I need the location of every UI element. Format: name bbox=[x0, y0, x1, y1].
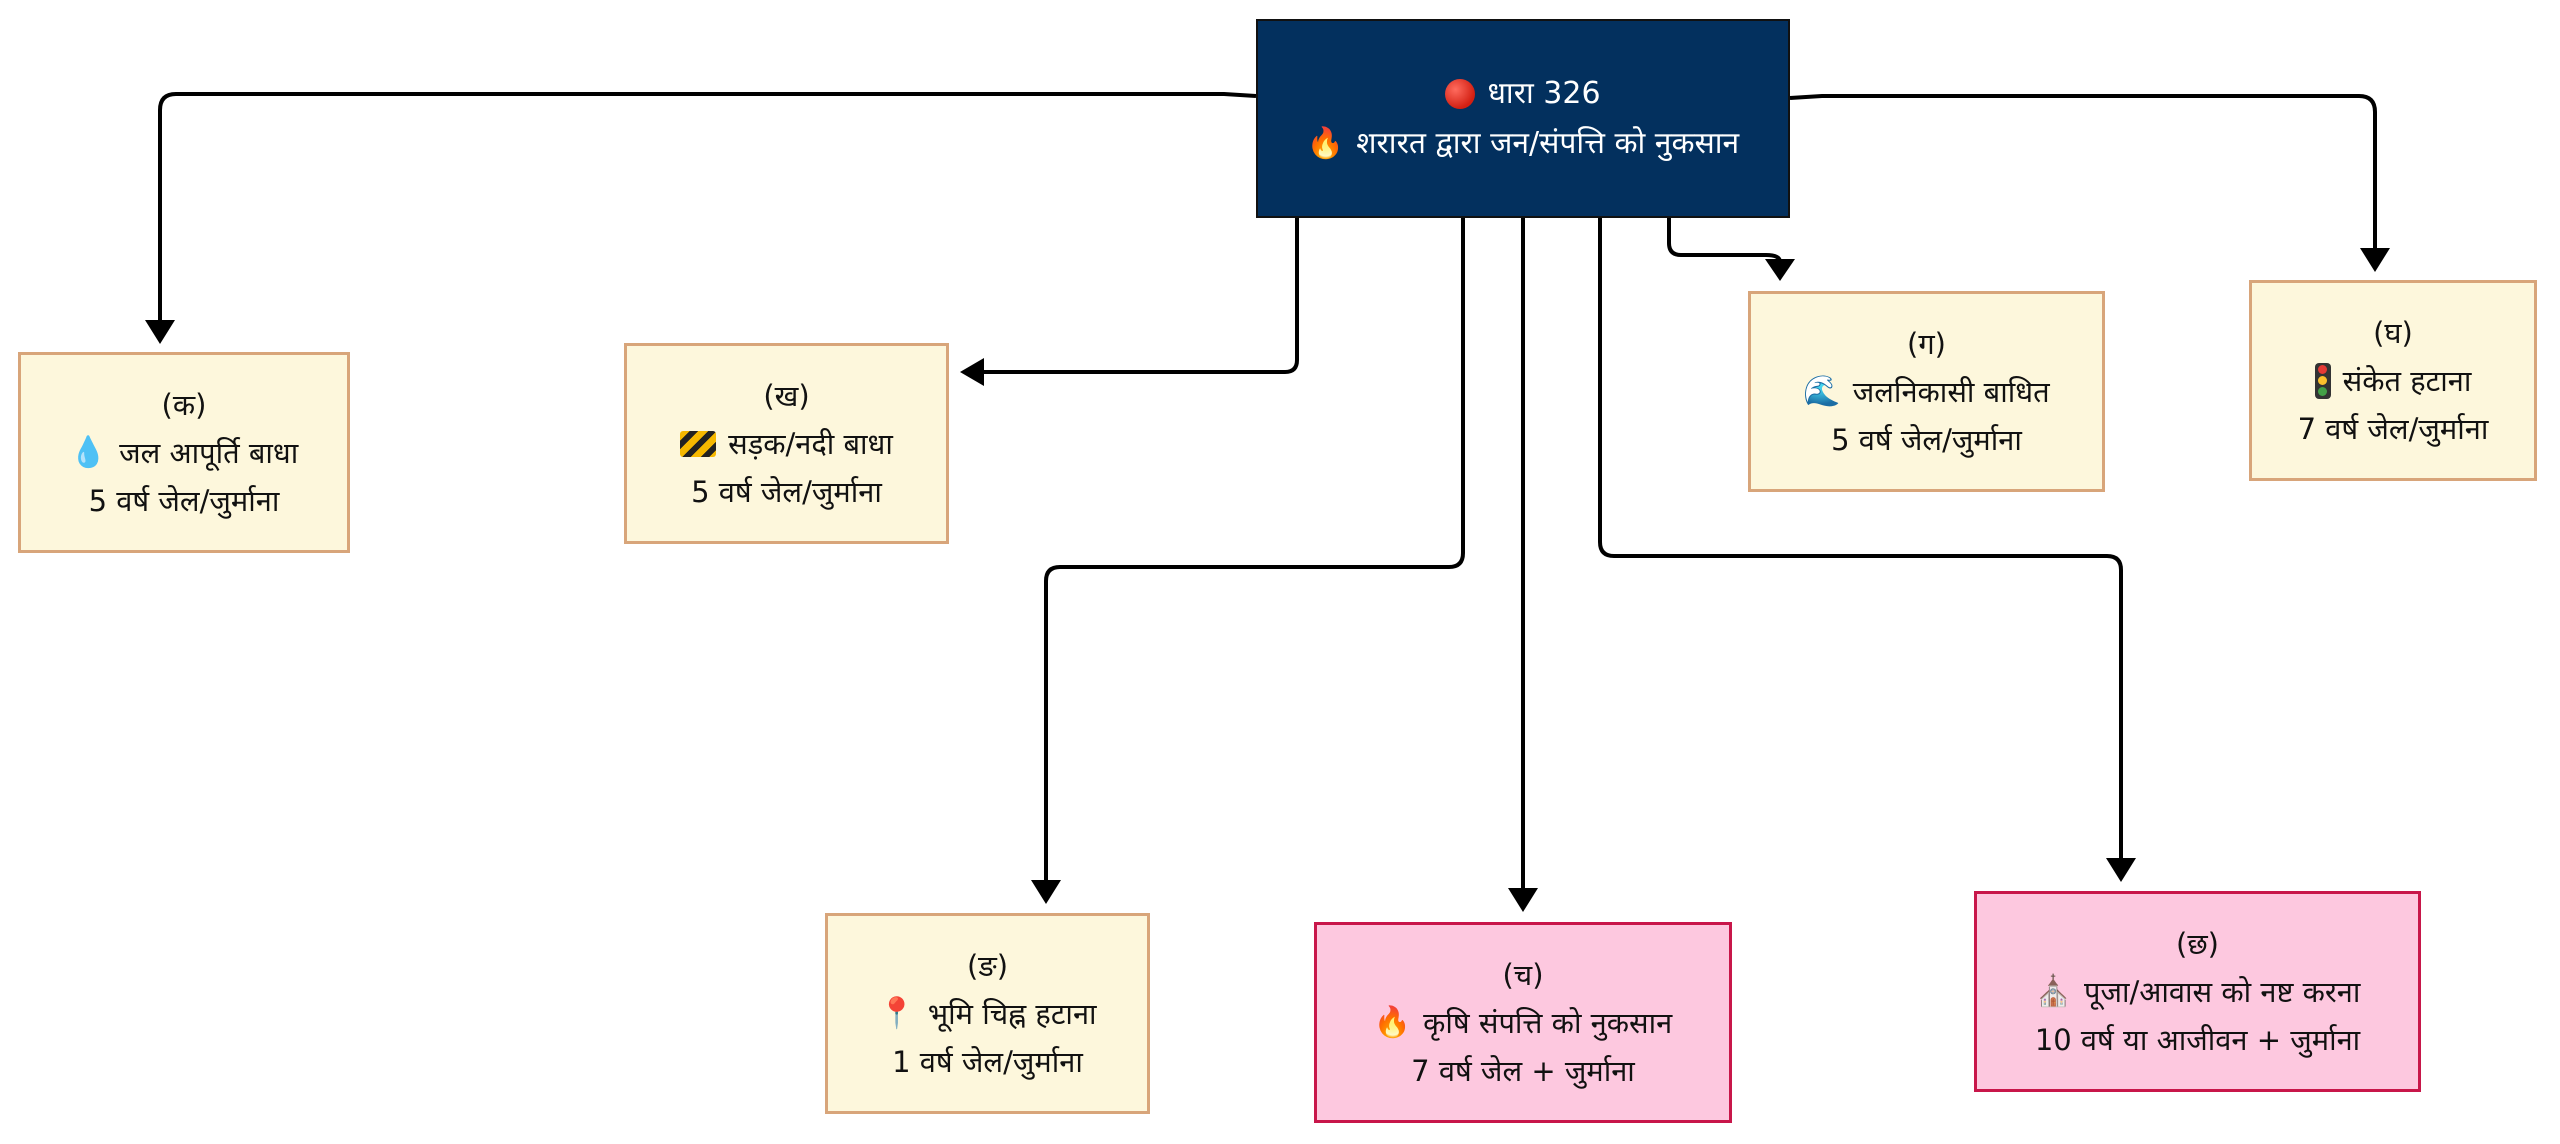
branch-label: (ख) bbox=[763, 378, 810, 413]
branch-node-gha: (घ) संकेत हटाना 7 वर्ष जेल/जुर्माना bbox=[2249, 280, 2537, 481]
branch-label: (घ) bbox=[2373, 315, 2413, 350]
branch-offence: जलनिकासी बाधित bbox=[1852, 374, 2050, 409]
branch-offence: जल आपूर्ति बाधा bbox=[119, 435, 299, 470]
arrowhead-chha bbox=[2106, 858, 2136, 882]
branch-offence: पूजा/आवास को नष्ट करना bbox=[2084, 974, 2361, 1009]
red-circle-icon bbox=[1445, 78, 1476, 109]
branch-node-ga: (ग) 🌊 जलनिकासी बाधित 5 वर्ष जेल/जुर्माना bbox=[1748, 291, 2105, 492]
branch-offence: भूमि चिह्न हटाना bbox=[927, 996, 1097, 1031]
temple-icon: ⛪ bbox=[2034, 973, 2072, 1009]
connector-root-kha bbox=[983, 218, 1299, 374]
branch-offence-row: 📍 भूमि चिह्न हटाना bbox=[878, 990, 1096, 1038]
traffic-light-icon bbox=[2314, 362, 2331, 399]
branch-offence-row: ⛪ पूजा/आवास को नष्ट करना bbox=[2035, 968, 2361, 1016]
connector-root-ka bbox=[158, 92, 1257, 322]
branch-penalty: 1 वर्ष जेल/जुर्माना bbox=[892, 1044, 1083, 1079]
connector-root-ga bbox=[1667, 218, 1782, 263]
construction-barrier-icon bbox=[680, 430, 717, 457]
connector-root-chha bbox=[1598, 218, 2123, 860]
arrowhead-nga bbox=[1031, 880, 1061, 904]
branch-penalty: 5 वर्ष जेल/जुर्माना bbox=[1831, 422, 2022, 457]
branch-node-nga: (ङ) 📍 भूमि चिह्न हटाना 1 वर्ष जेल/जुर्मा… bbox=[825, 913, 1150, 1114]
arrowhead-kha bbox=[960, 358, 984, 386]
branch-penalty: 5 वर्ष जेल/जुर्माना bbox=[88, 483, 280, 518]
fire-icon: 🔥 bbox=[1306, 125, 1345, 161]
branch-node-chha: (छ) ⛪ पूजा/आवास को नष्ट करना 10 वर्ष या … bbox=[1974, 891, 2421, 1092]
fire-icon: 🔥 bbox=[1373, 1004, 1412, 1040]
branch-label: (क) bbox=[161, 387, 207, 422]
root-title: धारा 326 bbox=[1487, 75, 1601, 111]
branch-penalty: 7 वर्ष जेल/जुर्माना bbox=[2297, 411, 2489, 446]
arrowhead-gha bbox=[2360, 248, 2390, 272]
branch-penalty: 7 वर्ष जेल + जुर्माना bbox=[1411, 1053, 1635, 1088]
arrowhead-ka bbox=[145, 320, 175, 344]
location-pin-icon: 📍 bbox=[878, 995, 916, 1031]
branch-offence-row: 💧 जल आपूर्ति बाधा bbox=[70, 429, 299, 477]
root-node: धारा 326 🔥 शरारत द्वारा जन/संपत्ति को नु… bbox=[1256, 19, 1790, 218]
root-subtitle: शरारत द्वारा जन/संपत्ति को नुकसान bbox=[1356, 125, 1740, 161]
branch-offence: सड़क/नदी बाधा bbox=[728, 426, 893, 461]
branch-label: (ग) bbox=[1907, 326, 1946, 361]
arrowhead-ga bbox=[1765, 259, 1795, 281]
branch-offence: कृषि संपत्ति को नुकसान bbox=[1423, 1005, 1673, 1040]
branch-node-kha: (ख) सड़क/नदी बाधा 5 वर्ष जेल/जुर्माना bbox=[624, 343, 949, 544]
arrowhead-cha bbox=[1508, 888, 1538, 912]
water-wave-icon: 🌊 bbox=[1803, 373, 1841, 409]
root-title-row: धारा 326 bbox=[1445, 69, 1601, 119]
branch-offence: संकेत हटाना bbox=[2342, 363, 2472, 398]
branch-label: (च) bbox=[1502, 957, 1544, 992]
branch-penalty: 5 वर्ष जेल/जुर्माना bbox=[691, 474, 882, 509]
branch-offence-row: संकेत हटाना bbox=[2314, 357, 2472, 405]
branch-node-ka: (क) 💧 जल आपूर्ति बाधा 5 वर्ष जेल/जुर्मान… bbox=[18, 352, 350, 553]
root-subtitle-row: 🔥 शरारत द्वारा जन/संपत्ति को नुकसान bbox=[1307, 119, 1739, 169]
connector-root-gha bbox=[1789, 94, 2377, 250]
droplet-icon: 💧 bbox=[69, 434, 108, 470]
branch-offence-row: 🌊 जलनिकासी बाधित bbox=[1803, 368, 2049, 416]
branch-label: (छ) bbox=[2176, 926, 2219, 961]
branch-node-cha: (च) 🔥 कृषि संपत्ति को नुकसान 7 वर्ष जेल … bbox=[1314, 922, 1732, 1123]
connector-root-nga bbox=[1044, 218, 1465, 882]
branch-offence-row: सड़क/नदी बाधा bbox=[680, 420, 893, 468]
branch-label: (ङ) bbox=[966, 948, 1009, 983]
branch-offence-row: 🔥 कृषि संपत्ति को नुकसान bbox=[1374, 999, 1673, 1047]
branch-penalty: 10 वर्ष या आजीवन + जुर्माना bbox=[2034, 1022, 2361, 1057]
